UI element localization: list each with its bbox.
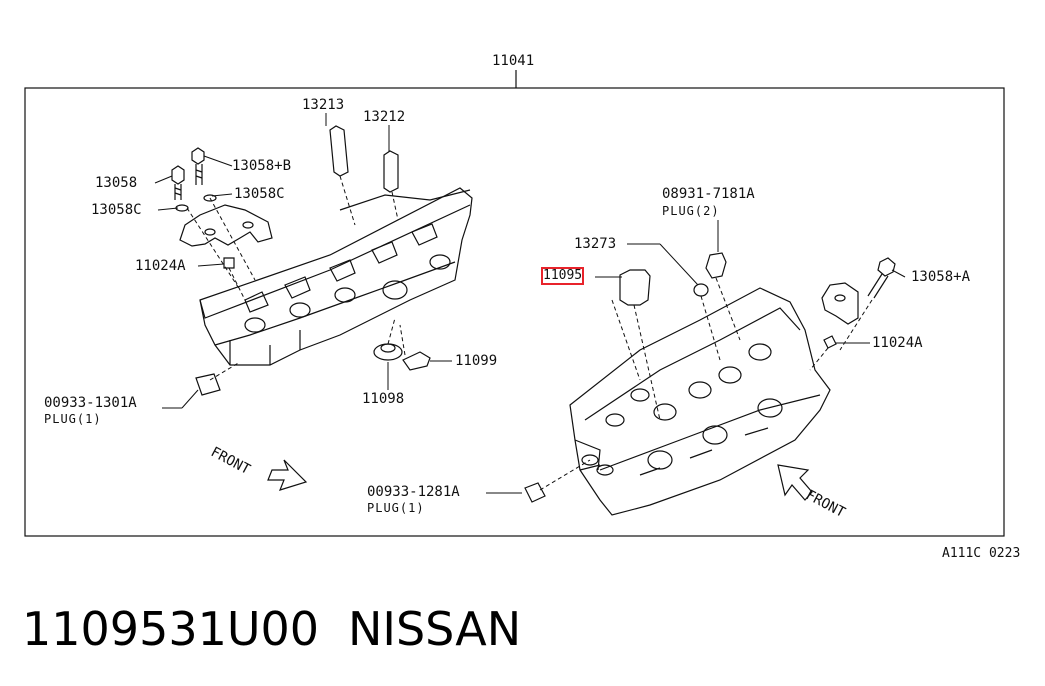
- reference-code: A111C 0223: [942, 546, 1021, 561]
- brand-name: NISSAN: [348, 602, 522, 656]
- label-13212: 13212: [363, 109, 406, 125]
- front-arrow-left: [267, 459, 308, 491]
- plug-08931: [705, 252, 727, 279]
- part-11095: [619, 269, 651, 306]
- label-00933-1301a: 00933-1301A: [44, 395, 137, 411]
- label-plug-2: PLUG(2): [662, 204, 720, 218]
- part-number: 1109531U00: [22, 602, 320, 656]
- part-11099: [402, 351, 431, 371]
- right-dowel: [823, 335, 837, 349]
- left-dowel: [223, 257, 235, 269]
- left-cylinder-head: [199, 187, 473, 366]
- right-bolt: [867, 257, 896, 299]
- part-13212: [383, 150, 399, 193]
- label-11024a-right: 11024A: [872, 335, 923, 351]
- label-13213: 13213: [302, 97, 345, 113]
- right-cylinder-head: [569, 287, 831, 516]
- left-bolts: [171, 147, 217, 212]
- label-08931: 08931-7181A: [662, 186, 755, 202]
- plug-1301: [195, 373, 221, 396]
- plug-1281: [524, 482, 546, 503]
- label-13058c-right: 13058C: [234, 186, 285, 202]
- washer-13273: [693, 283, 709, 297]
- label-13058-b: 13058+B: [232, 158, 292, 174]
- label-11098: 11098: [362, 391, 405, 407]
- right-bracket: [821, 282, 859, 325]
- label-plug-1-left: PLUG(1): [44, 412, 102, 426]
- label-11024a-left: 11024A: [135, 258, 186, 274]
- label-13058-a: 13058+A: [911, 269, 971, 285]
- part-13213: [329, 125, 349, 177]
- assembly-label: 11041: [492, 53, 535, 69]
- label-13273: 13273: [574, 236, 617, 252]
- leader-lines: [154, 113, 906, 494]
- label-13058: 13058: [95, 175, 138, 191]
- diagram-frame: [24, 87, 1005, 537]
- left-bracket: [179, 204, 273, 247]
- label-00933-1281a: 00933-1281A: [367, 484, 460, 500]
- front-arrow-right: [777, 464, 813, 501]
- label-11099: 11099: [455, 353, 498, 369]
- label-plug-1-bottom: PLUG(1): [367, 501, 425, 515]
- label-11095-highlighted[interactable]: 11095: [540, 267, 585, 285]
- label-13058c-left: 13058C: [91, 202, 142, 218]
